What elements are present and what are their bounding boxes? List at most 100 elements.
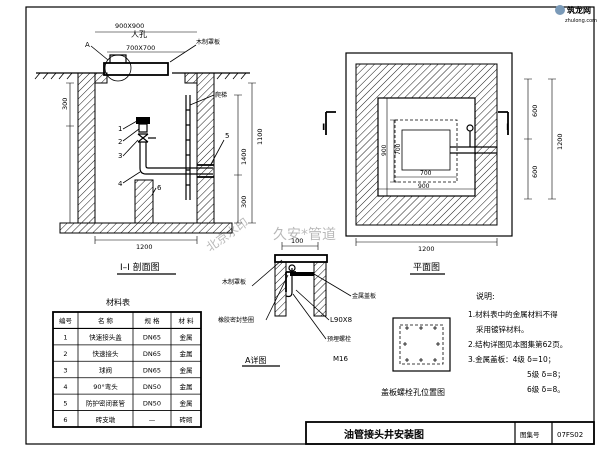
bolt-plan-holes <box>403 326 440 362</box>
note-line-5: 5级 δ=8； <box>527 369 565 379</box>
leader-1 <box>122 120 138 130</box>
table-cell: DN65 <box>143 334 161 342</box>
ladder <box>185 95 191 200</box>
section-title: I–I 剖面图 <box>120 261 160 273</box>
dim-outer-opening: 900X900 <box>115 22 144 30</box>
plan-pipe <box>450 146 497 154</box>
manhole-label: 人孔 <box>131 30 147 39</box>
detail-metal-cover-label: 金属盖板 <box>352 292 376 300</box>
drawing-code: 07FS02 <box>557 431 583 439</box>
table-grid <box>53 312 201 427</box>
top-collar-right <box>184 72 198 84</box>
plan-dim-top600: 600 <box>531 105 539 117</box>
table-cell: 金属 <box>180 333 193 342</box>
note-line-6: 6级 δ=8。 <box>527 384 565 394</box>
bolt-plan-title: 盖板螺栓孔位置图 <box>381 387 445 397</box>
plan-wall-hatch <box>355 63 498 226</box>
dim-h300-bottom: 300 <box>240 196 248 208</box>
brick-pier <box>134 179 154 224</box>
quick-coupling-cap <box>136 117 150 124</box>
title-block-dividers <box>514 422 553 444</box>
logo-site: zhulong.com <box>565 18 597 24</box>
right-wall <box>196 72 215 224</box>
riser-pipe <box>139 142 213 175</box>
plan-dim-right-inner <box>524 78 532 200</box>
leader-5 <box>209 139 225 167</box>
a-detail: 100 木制罩板 橡胶密封垫圈 金属盖板 L90X8 预埋螺栓 M16 A详图 <box>218 237 376 367</box>
manhole-cover <box>103 62 169 76</box>
plan-dim-bottom <box>355 238 498 246</box>
table-cell: DN50 <box>143 399 161 407</box>
table-cell: 5 <box>63 399 67 407</box>
plan-dim-right-outer <box>548 78 556 200</box>
detail-angle-leader <box>295 289 330 321</box>
table-cell: 1 <box>63 334 67 342</box>
detail-metal-cover-leader <box>313 273 352 297</box>
table-cell: 4 <box>63 383 67 391</box>
table-cell: 6 <box>63 416 67 424</box>
table-cell: — <box>149 416 156 424</box>
table-header-cell: 名 称 <box>98 316 114 325</box>
dim-width-1200: 1200 <box>136 243 153 251</box>
plan-valve <box>466 124 474 132</box>
plan-dim-right1200: 1200 <box>556 133 564 150</box>
section-marker-left <box>325 111 336 135</box>
table-cell: 快速接头盖 <box>89 333 122 342</box>
table-cell: DN50 <box>143 383 161 391</box>
watermark-primary: 久安*管道 <box>273 227 336 243</box>
detail-angle-label: L90X8 <box>330 316 352 324</box>
detail-left-concrete <box>274 261 287 317</box>
detail-title: A详图 <box>245 355 266 365</box>
callout-6: 6 <box>157 184 162 192</box>
table-border <box>52 311 202 428</box>
logo-mark-icon <box>555 5 565 15</box>
detail-bolt-size: M16 <box>333 355 348 363</box>
logo-brand: 筑龙网 <box>567 5 591 15</box>
bolt-plan-inner <box>399 324 444 365</box>
callout-5: 5 <box>225 132 229 140</box>
wall-sleeve <box>197 164 214 178</box>
leader-2 <box>122 128 140 142</box>
plan-outer-square <box>345 52 513 237</box>
table-cell: 防护密闭套管 <box>86 398 126 407</box>
section-view: A 人孔 900X900 700X700 木制罩板 爬梯 1 2 3 4 5 6 <box>34 22 264 275</box>
detail-angle <box>285 271 296 292</box>
leader-4 <box>122 171 141 184</box>
leader-6 <box>151 187 157 196</box>
table-cell: 球阀 <box>99 366 112 375</box>
dim-h1100: 1100 <box>256 128 264 145</box>
materials-title: 材料表 <box>106 297 130 307</box>
note-line-1: 1.材料表中的金属材料不得 <box>468 309 558 319</box>
plan-dim-inner-horizontal <box>378 176 475 190</box>
plan-inner-dashed <box>394 119 458 183</box>
title-block-frame <box>305 421 595 445</box>
table-cell: DN65 <box>143 367 161 375</box>
plan-dim-inner900: 900 <box>418 183 430 190</box>
dim-left-line <box>66 82 74 224</box>
floor-slab <box>59 222 233 234</box>
ground-left-hatch <box>34 72 73 80</box>
detail-wood-cover-leader <box>251 259 283 287</box>
plan-dim-left700: 700 <box>395 143 402 155</box>
title-block: 油管接头井安装图 图集号 07FS02 <box>305 421 595 445</box>
table-header-cell: 编号 <box>59 316 73 325</box>
callout-1: 1 <box>118 125 122 133</box>
ground-right-hatch <box>216 72 247 80</box>
callout-2: 2 <box>118 138 122 146</box>
dim-h300-top: 300 <box>61 98 69 110</box>
table-cell: 金属 <box>180 398 193 407</box>
drawing-code-label: 图集号 <box>520 430 540 439</box>
detail-dim-100-text: 100 <box>291 237 303 245</box>
detail-rubber-seal-label: 橡胶密封垫圈 <box>218 316 254 324</box>
left-wall <box>77 72 96 224</box>
notes: 说明: 1.材料表中的金属材料不得 采用镀锌材料。 2.结构详图见本图集第62页… <box>468 291 567 394</box>
plan-dim-inner700: 700 <box>420 170 432 177</box>
detail-bolt-name: 预埋螺栓 <box>327 335 351 343</box>
note-line-2: 采用镀锌材料。 <box>476 324 529 334</box>
quick-coupling <box>138 123 148 133</box>
plan-title: 平面图 <box>413 262 440 273</box>
table-cell: 金属 <box>180 382 193 391</box>
table-cell: 金属 <box>180 349 193 358</box>
